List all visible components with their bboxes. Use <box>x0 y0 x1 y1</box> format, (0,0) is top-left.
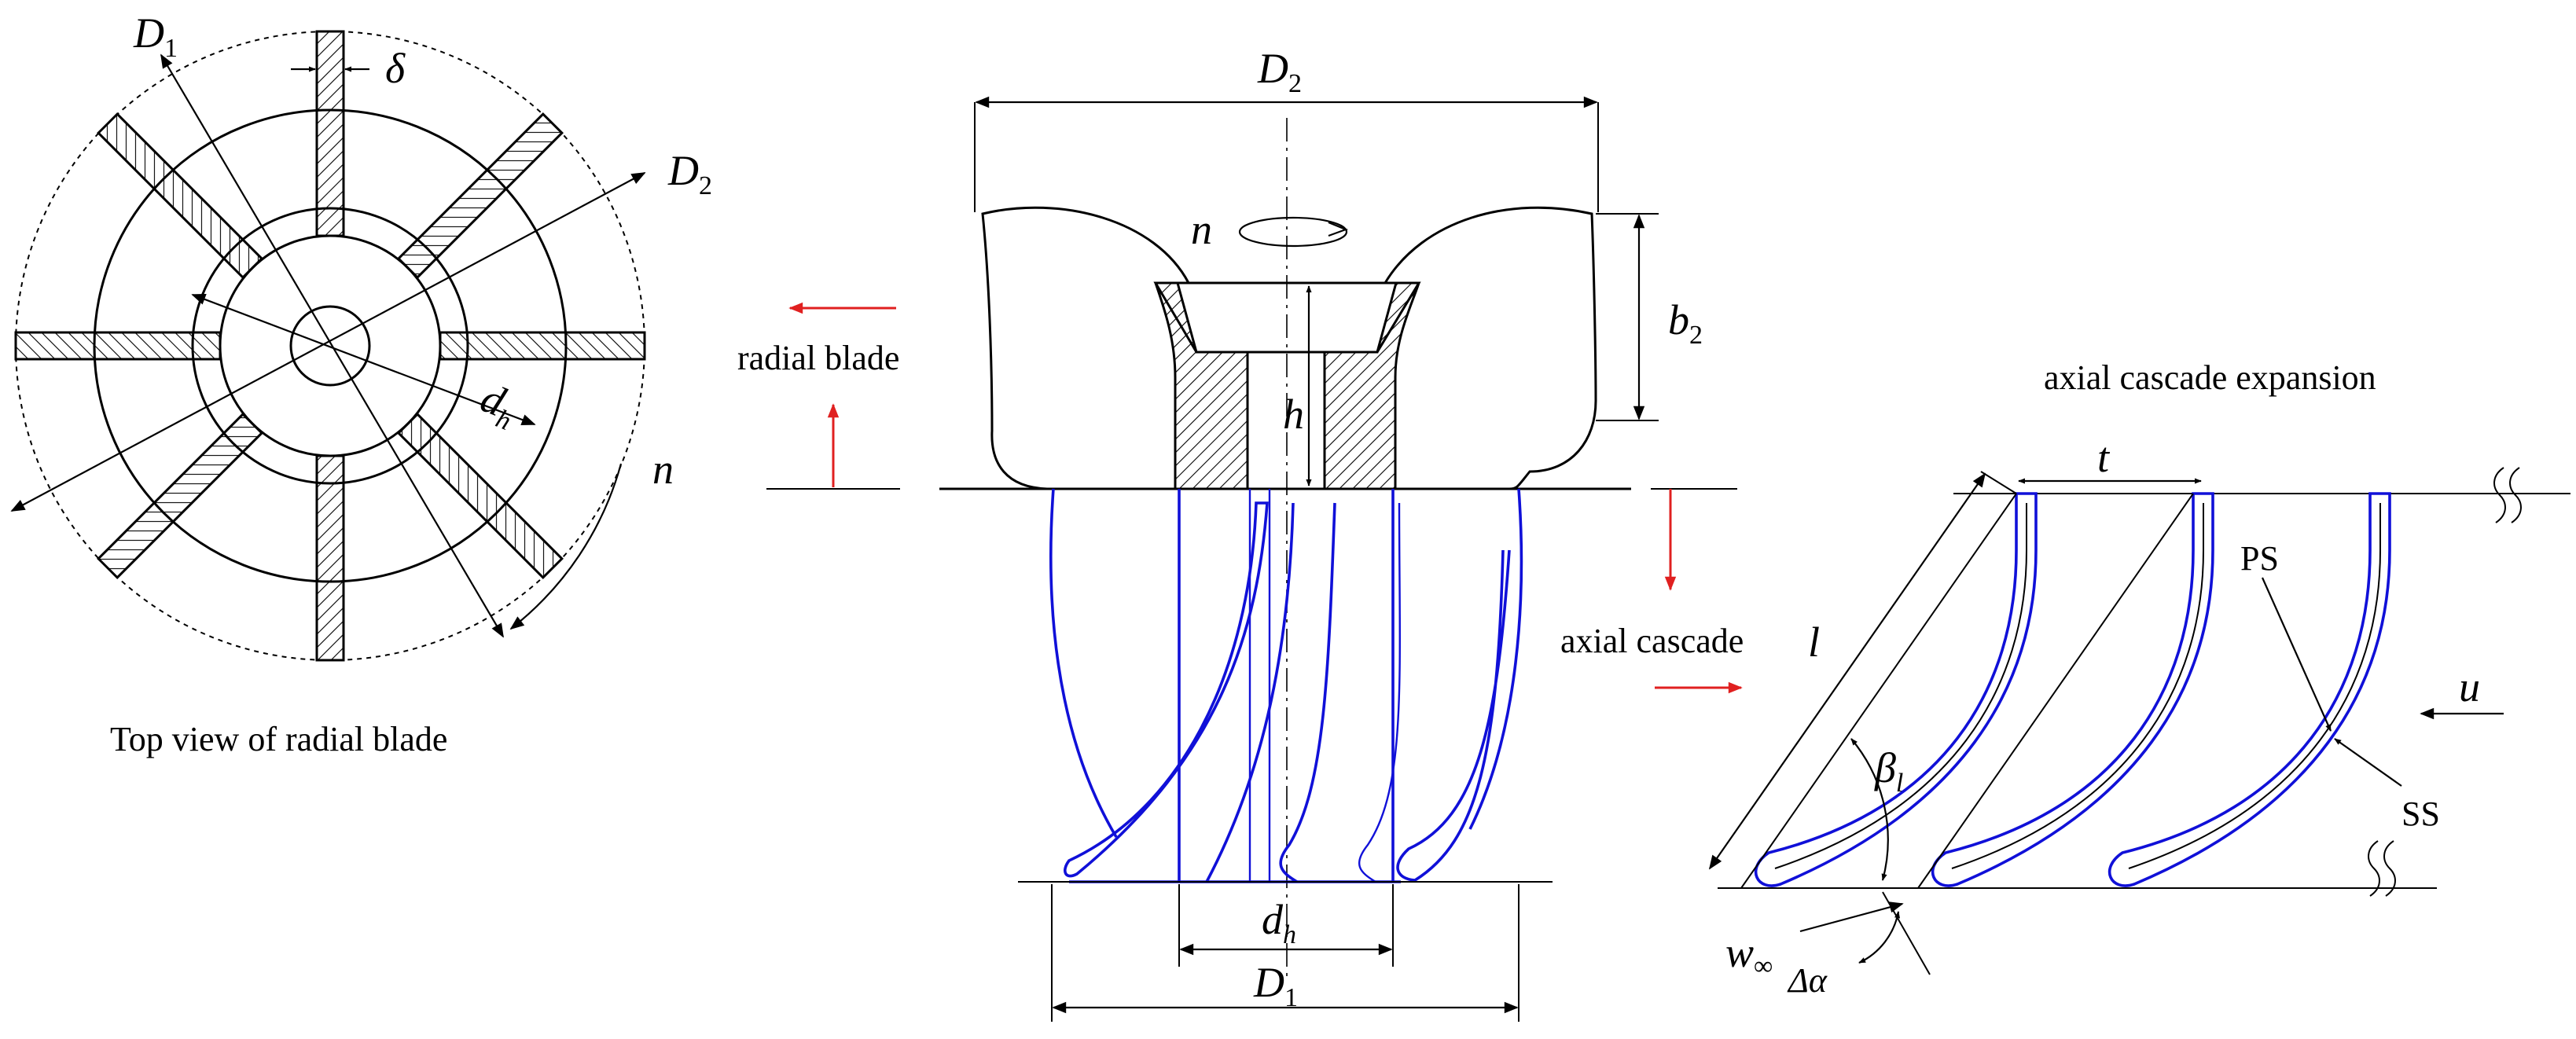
cascade-blade-camber <box>2128 503 2381 869</box>
cascade-w-label: w∞ <box>1725 929 1773 981</box>
cascade-ss-pointer <box>2334 738 2402 787</box>
top-view-d1-label: D1 <box>133 9 178 63</box>
cascade-dalpha-arc <box>1858 911 1901 964</box>
top-view-blade <box>315 454 345 662</box>
cascade-blade-outline <box>1931 492 2214 887</box>
radial-blade-indicator: radial blade <box>737 302 900 490</box>
top-view-blade <box>97 412 264 579</box>
cascade-t-label: t <box>2097 434 2111 481</box>
impeller-h-label: h <box>1283 391 1304 438</box>
top-view-blade <box>14 331 222 361</box>
impeller-shroud-outline <box>981 206 1597 490</box>
inducer-edge-left <box>1049 488 1118 838</box>
inducer-blades <box>1049 488 1523 883</box>
cascade-break-top-2 <box>2509 467 2522 523</box>
top-view-d2-label: D2 <box>667 147 712 200</box>
inducer-blade-right <box>1396 549 1511 882</box>
cascade-ss-label: SS <box>2401 795 2440 833</box>
cascade-u-label: u <box>2459 663 2480 710</box>
cascade-l-dim <box>1708 472 1986 870</box>
cascade-expansion-title: axial cascade expansion <box>2044 358 2376 397</box>
cascade-dalpha-label: Δα <box>1787 961 1828 1000</box>
impeller-n-label: n <box>1191 206 1212 253</box>
top-view-blade <box>97 112 264 280</box>
cascade-blade <box>2107 492 2391 887</box>
top-view-rotation-arrow <box>509 463 623 630</box>
impeller-dh-label: dh <box>1262 896 1296 949</box>
top-view-dh-label: dh <box>472 373 524 436</box>
impeller-b2-label: b2 <box>1668 296 1703 350</box>
top-view-group: D1 δ D2 dh n Top view of radial blade <box>10 9 712 758</box>
cascade-ps-pointer <box>2261 577 2332 732</box>
cascade-l-ext <box>1980 471 2017 494</box>
cascade-beta-arc <box>1850 738 1889 881</box>
top-view-blade <box>439 331 646 361</box>
cascade-blade-outline <box>2107 492 2391 887</box>
impeller-group: D2 n h b2 <box>939 45 1737 1022</box>
impeller-rotation-tip <box>1328 221 1349 237</box>
top-view-caption: Top view of radial blade <box>110 720 447 758</box>
top-view-delta-label: δ <box>385 45 406 92</box>
cascade-blade-outline <box>1754 492 2038 887</box>
cascade-blade <box>1754 492 2038 887</box>
top-view-blade <box>396 412 564 579</box>
cascade-ps-label: PS <box>2240 539 2279 578</box>
inducer-blade-back-2 <box>1358 502 1402 883</box>
inducer-blade-front <box>1064 501 1269 878</box>
cascade-break-bottom-1 <box>2368 840 2380 897</box>
cascade-beta-label: βl <box>1874 744 1903 798</box>
impeller-d1-label: D1 <box>1253 959 1298 1012</box>
top-view-hub-circle <box>289 305 371 387</box>
cascade-blade-camber <box>1951 503 2204 869</box>
cascade-blade <box>1931 492 2214 887</box>
cascade-chord-line-1 <box>1740 493 2017 889</box>
inducer-blade-mid <box>1205 502 1295 883</box>
top-view-blade <box>315 30 345 237</box>
impeller-d2-label: D2 <box>1257 45 1302 98</box>
cascade-chord-line-2 <box>1917 493 2194 889</box>
axial-cascade-label: axial cascade <box>1560 622 1744 660</box>
impeller-rotation-ellipse <box>1238 216 1348 248</box>
cascade-break-top-1 <box>2493 467 2506 523</box>
impeller-hub-section-left <box>1153 281 1249 490</box>
cascade-break-bottom-2 <box>2383 840 2396 897</box>
cascade-w-arrow <box>1799 901 1904 933</box>
top-view-dh-line <box>191 293 536 426</box>
top-view-blade <box>396 112 564 280</box>
impeller-hub-section-right <box>1323 281 1421 490</box>
cascade-l-label: l <box>1808 619 1820 666</box>
top-view-blades <box>14 30 646 662</box>
top-view-n-label: n <box>652 446 674 493</box>
inducer-blade-back <box>1279 502 1336 883</box>
axial-cascade-indicator: axial cascade <box>1560 489 1744 694</box>
radial-blade-label: radial blade <box>737 339 899 377</box>
cascade-expansion-group: axial cascade expansion t <box>1708 358 2570 1000</box>
inducer-edge-right <box>1468 488 1523 830</box>
